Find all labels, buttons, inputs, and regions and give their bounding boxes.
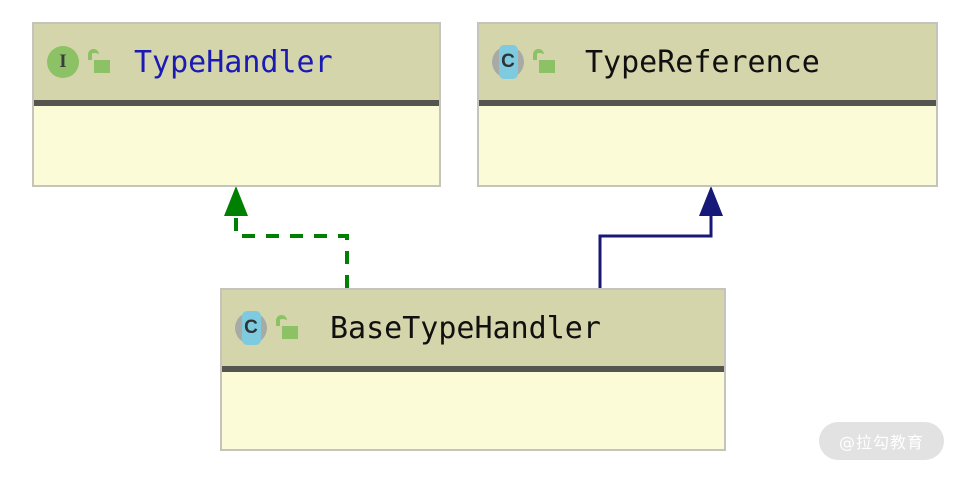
class-members-type-handler [34, 106, 439, 183]
interface-icon: I [46, 45, 80, 79]
class-icon-letter: C [501, 51, 515, 72]
class-icon: C [234, 311, 268, 345]
unlocked-padlock-icon [531, 49, 557, 75]
realization-arrowhead [224, 186, 248, 216]
class-icon-letter: C [244, 317, 258, 338]
class-box-type-reference[interactable]: C TypeReference [477, 22, 938, 187]
class-name-type-reference: TypeReference [585, 44, 820, 80]
unlocked-padlock-icon [274, 315, 300, 341]
class-box-base-type-handler[interactable]: C BaseTypeHandler [220, 288, 726, 451]
class-icon: C [491, 45, 525, 79]
generalization-arrowhead [699, 186, 723, 216]
class-members-type-reference [479, 106, 936, 183]
class-header-type-handler: I TypeHandler [34, 24, 439, 106]
unlocked-padlock-icon [86, 49, 112, 75]
interface-icon-letter: I [59, 51, 67, 72]
class-name-type-handler: TypeHandler [134, 44, 333, 80]
class-header-base-type-handler: C BaseTypeHandler [222, 290, 724, 372]
relation-generalization-basetypehandler-typereference [598, 186, 723, 288]
relation-realization-basetypehandler-typehandler [224, 186, 349, 288]
watermark: @拉勾教育 [818, 422, 944, 460]
class-box-type-handler[interactable]: I TypeHandler [32, 22, 441, 187]
class-members-base-type-handler [222, 372, 724, 447]
class-header-type-reference: C TypeReference [479, 24, 936, 106]
class-name-base-type-handler: BaseTypeHandler [330, 310, 601, 346]
